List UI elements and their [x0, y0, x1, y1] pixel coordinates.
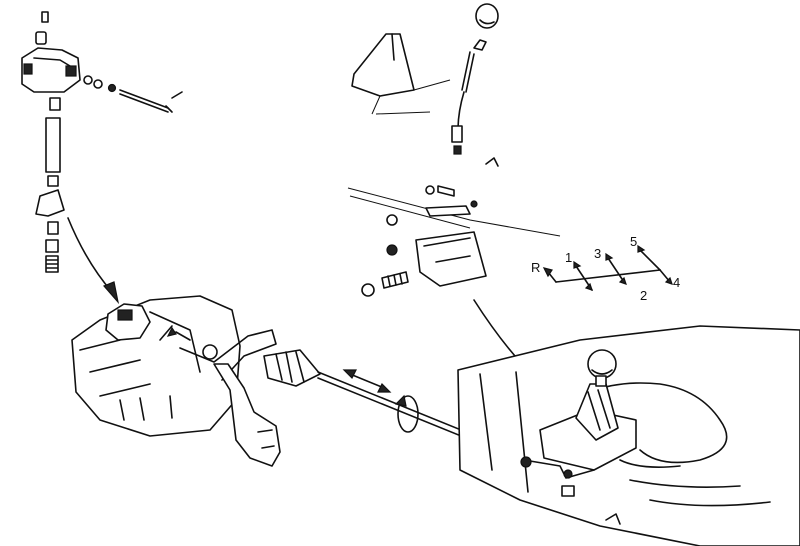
selector-housing-exploded-view: [21, 11, 183, 273]
gear-label-reverse: R: [531, 260, 540, 275]
gear-shift-pattern: R 1 2 3 4 5: [531, 234, 680, 303]
arrow-to-transmission: [67, 217, 120, 305]
shift-lever-exploded: [451, 3, 499, 167]
rotation-arrow: [394, 394, 419, 433]
transmission-assembly: [71, 295, 281, 467]
gear-label-2: 2: [640, 288, 647, 303]
center-console: [457, 325, 800, 546]
gearshift-boot: [351, 33, 451, 115]
gear-label-1: 1: [565, 250, 572, 265]
shift-rod: [263, 349, 541, 469]
shifter-base-exploded: [347, 185, 561, 297]
gear-label-5: 5: [630, 234, 637, 249]
axial-motion-arrow: [342, 369, 392, 393]
gear-label-3: 3: [594, 246, 601, 261]
gear-label-4: 4: [673, 275, 680, 290]
